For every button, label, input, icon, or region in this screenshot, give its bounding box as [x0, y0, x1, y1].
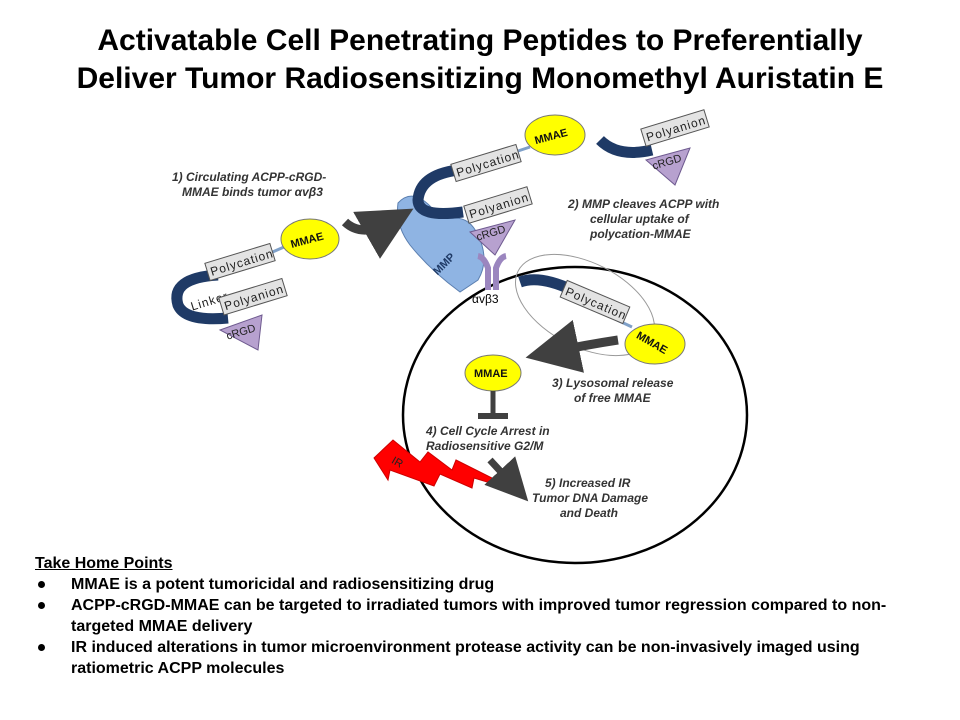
backbone-cleaved: [596, 135, 654, 158]
backbone-bound: [412, 164, 464, 219]
take-home-points: Take Home Points MMAE is a potent tumori…: [35, 553, 935, 679]
step-1-text: 1) Circulating ACPP-cRGD- MMAE binds tum…: [172, 170, 330, 199]
step4-arrow: [484, 456, 529, 502]
mmae-free-label: MMAE: [474, 368, 508, 380]
take-home-list: MMAE is a potent tumoricidal and radiose…: [35, 574, 935, 679]
step3-arrow: [525, 319, 619, 373]
ir-label: IR: [389, 455, 405, 471]
acpp-molecule-circulating: Polycation Linker Polyanion cRGD MMAE: [171, 218, 340, 351]
backbone-linker: [171, 269, 229, 325]
polyanion-box-cleaved: [640, 109, 710, 147]
step-2-text: 2) MMP cleaves ACPP with cellular uptake…: [567, 197, 723, 241]
take-home-point: MMAE is a potent tumoricidal and radiose…: [35, 574, 935, 595]
mmae-bubble-bound: [524, 114, 586, 156]
page-title: Activatable Cell Penetrating Peptides to…: [0, 22, 960, 98]
polyanion-box: [218, 277, 288, 316]
polycation-box: [204, 242, 276, 282]
title-line-2: Deliver Tumor Radiosensitizing Monomethy…: [76, 62, 884, 95]
crgd-triangle-cleaved: [644, 147, 691, 186]
mmae-bubble-internalized: [624, 323, 686, 365]
tumor-cell: [401, 265, 749, 565]
step-5-text: 5) Increased IR Tumor DNA Damage and Dea…: [532, 476, 651, 520]
take-home-point: IR induced alterations in tumor microenv…: [35, 637, 935, 679]
polyanion-label: Polyanion: [223, 282, 286, 313]
polycation-box-bound: [450, 143, 522, 183]
step-3-text: 3) Lysosomal release of free MMAE: [552, 376, 677, 405]
polyanion-label-bound: Polyanion: [468, 190, 531, 221]
polycation-box-internalized: [559, 279, 631, 325]
cleaved-polyanion-fragment: Polyanion cRGD: [596, 109, 710, 186]
step-4-text: 4) Cell Cycle Arrest in Radiosensitive G…: [425, 424, 553, 453]
internalized-polycation-mmae: Polycation MMAE: [518, 274, 686, 365]
integrin-receptor: [477, 253, 507, 290]
mmae-bubble: [280, 218, 340, 260]
crgd-triangle: [218, 314, 263, 351]
take-home-point: ACPP-cRGD-MMAE can be targeted to irradi…: [35, 595, 935, 637]
polyanion-box-bound: [463, 186, 533, 224]
polycation-label: Polycation: [209, 246, 276, 279]
integrin-label: αvβ3: [472, 292, 499, 306]
title-line-1: Activatable Cell Penetrating Peptides to…: [97, 24, 863, 57]
step1-arrow: [341, 208, 414, 259]
polyanion-label-cleaved: Polyanion: [645, 113, 708, 144]
crgd-triangle-bound: [468, 219, 517, 256]
polycation-label-bound: Polycation: [455, 147, 522, 180]
take-home-heading: Take Home Points: [35, 555, 173, 572]
